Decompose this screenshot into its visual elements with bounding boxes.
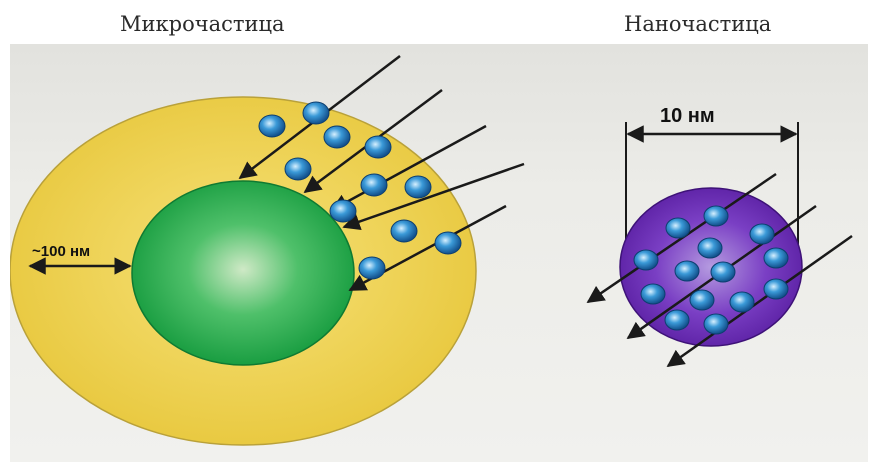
nano-particle: 10 нм	[588, 105, 852, 366]
molecule	[634, 250, 658, 270]
molecule	[690, 290, 714, 310]
molecule	[435, 232, 461, 254]
molecule	[698, 238, 722, 258]
molecule	[303, 102, 329, 124]
molecule	[391, 220, 417, 242]
molecule	[764, 248, 788, 268]
molecule	[285, 158, 311, 180]
micro-particle-caption: Микрочастица	[120, 12, 285, 36]
nano-particle-caption: Наночастица	[624, 12, 771, 36]
molecule	[764, 279, 788, 299]
molecule	[361, 174, 387, 196]
molecule	[704, 206, 728, 226]
molecule	[359, 257, 385, 279]
molecule	[675, 261, 699, 281]
diagram-canvas: ~100 нм	[10, 44, 868, 462]
molecule	[750, 224, 774, 244]
molecule	[330, 200, 356, 222]
molecule	[641, 284, 665, 304]
molecule	[665, 310, 689, 330]
molecule	[704, 314, 728, 334]
molecule	[730, 292, 754, 312]
molecule	[405, 176, 431, 198]
micro-particle: ~100 нм	[10, 56, 524, 445]
molecule	[365, 136, 391, 158]
molecule	[259, 115, 285, 137]
molecule	[324, 126, 350, 148]
micro-core	[132, 181, 354, 365]
molecule	[666, 218, 690, 238]
comparison-figure: ~100 нм	[10, 44, 868, 462]
nano-dimension-label: 10 нм	[660, 105, 715, 127]
micro-dimension-label: ~100 нм	[32, 243, 90, 260]
molecule	[711, 262, 735, 282]
